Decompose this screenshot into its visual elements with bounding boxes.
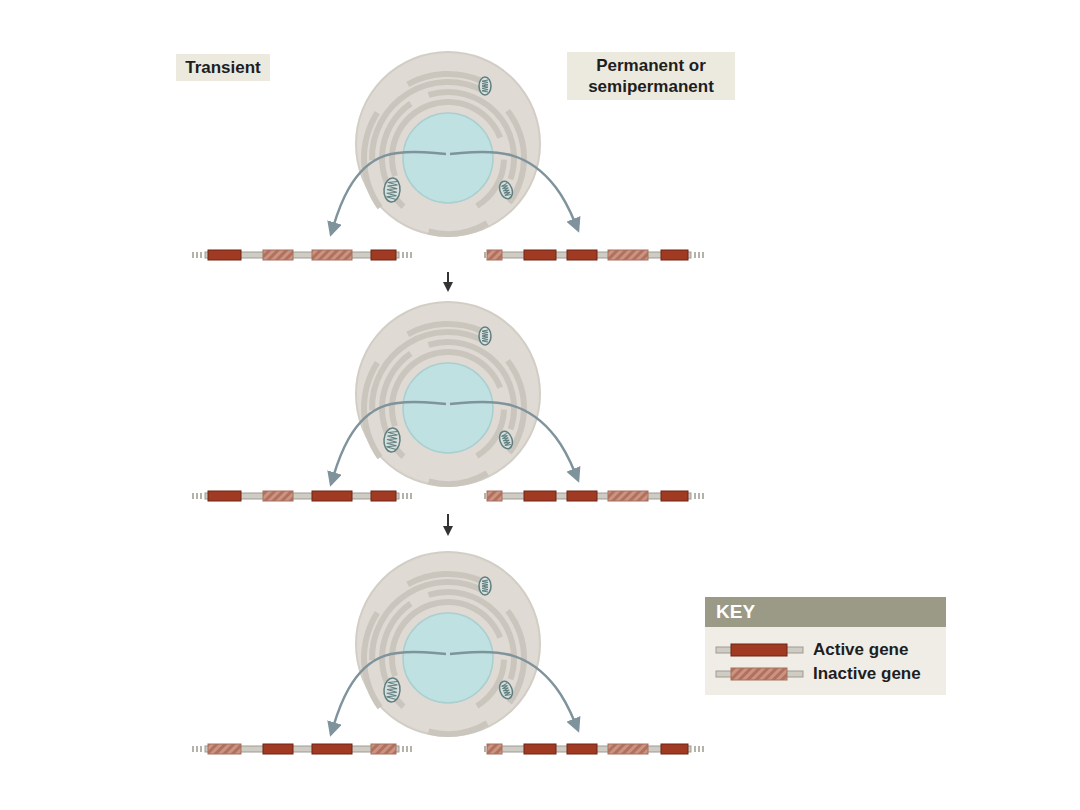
- gene-strip: [484, 250, 704, 260]
- gene-strip: [192, 250, 412, 260]
- cell: [331, 52, 578, 237]
- label-box: Transient: [176, 54, 270, 81]
- gene-strip: [484, 491, 704, 501]
- cell: [331, 552, 578, 737]
- label-text: Permanent or semipermanent: [576, 55, 726, 97]
- active-gene-swatch: [716, 644, 803, 656]
- inactive-gene-swatch: [716, 668, 803, 680]
- step-arrow: [447, 514, 449, 534]
- gene-strip: [192, 491, 412, 501]
- label-box: Permanent or semipermanent: [567, 52, 735, 100]
- gene-strip: [192, 744, 412, 754]
- key-header: [705, 597, 946, 627]
- gene-strip: [484, 744, 704, 754]
- key-heading: KEY: [716, 600, 755, 624]
- key-body: [705, 627, 946, 695]
- label-text: Transient: [185, 57, 261, 78]
- step-arrow: [447, 272, 449, 290]
- legend-text: Active gene: [813, 640, 908, 660]
- legend-swatches: [716, 644, 803, 680]
- legend-text: Inactive gene: [813, 664, 921, 684]
- cell: [331, 302, 578, 487]
